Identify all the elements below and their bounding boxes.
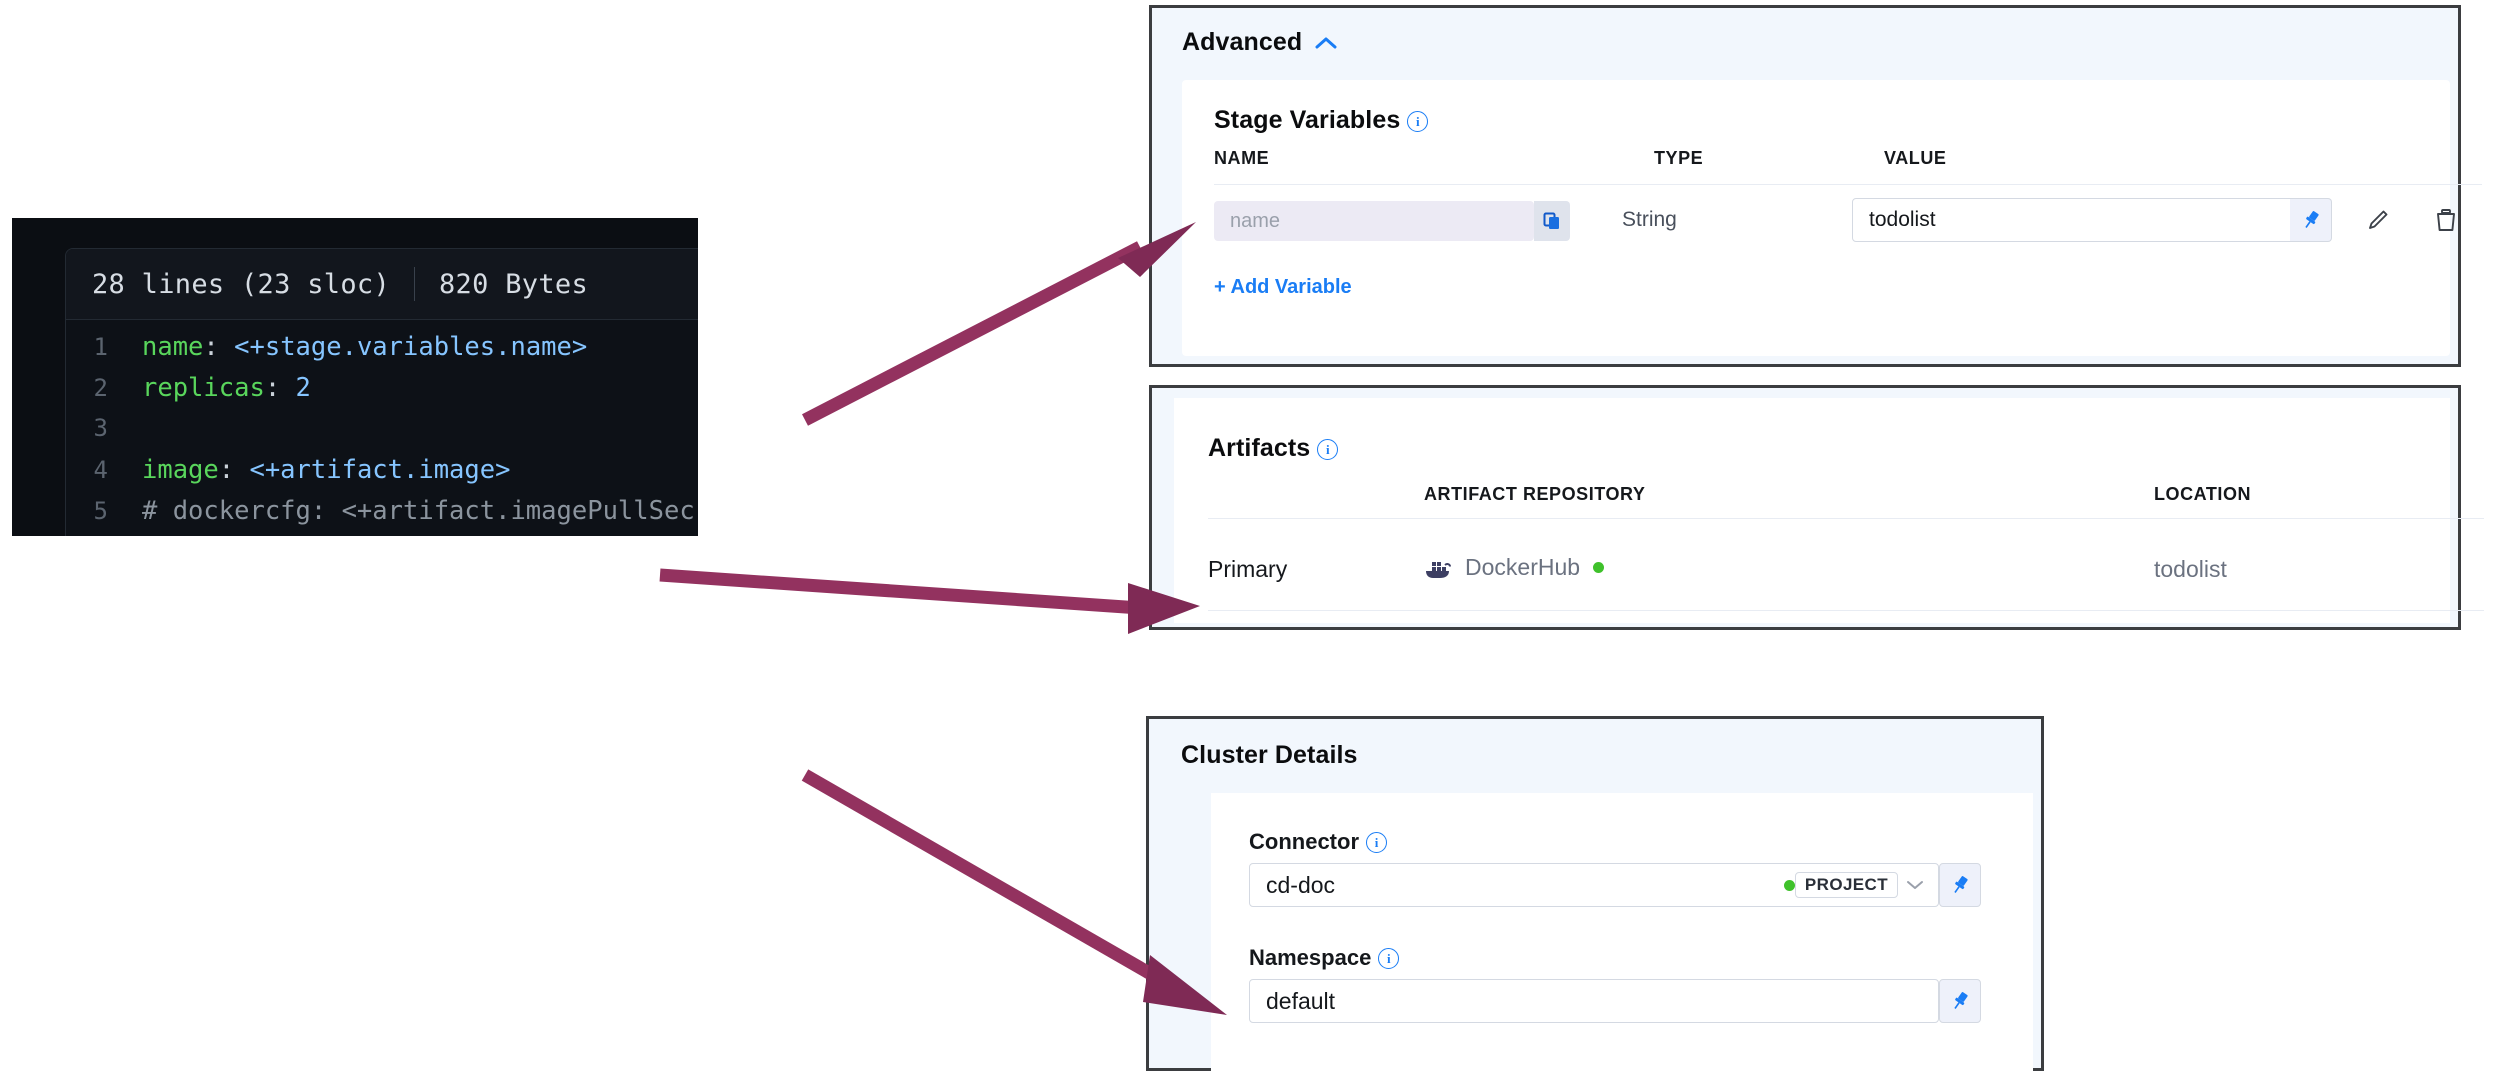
status-dot <box>1593 562 1605 573</box>
line-number: 4 <box>93 456 108 484</box>
variable-type-value: String <box>1622 208 1677 231</box>
artifacts-divider-top <box>1208 518 2484 519</box>
pin-icon[interactable] <box>1939 863 1981 907</box>
column-header-type: TYPE <box>1654 148 1704 168</box>
line-number: 2 <box>93 374 108 402</box>
copy-icon[interactable] <box>1534 201 1570 241</box>
artifact-type: Primary <box>1208 556 1288 582</box>
line-content: # dockercfg: <+artifact.imagePullSecret> <box>142 496 698 526</box>
artifact-repository-name: DockerHub <box>1465 554 1581 580</box>
header-divider <box>414 267 415 301</box>
artifacts-divider-bottom <box>1208 610 2484 611</box>
trash-icon[interactable] <box>2430 204 2462 236</box>
column-header-artifact-repository: ARTIFACT REPOSITORY <box>1424 484 1646 504</box>
connector-input[interactable]: cd-doc PROJECT <box>1249 863 1939 907</box>
variable-name-input[interactable]: name <box>1214 201 1534 241</box>
info-icon[interactable]: i <box>1378 948 1400 969</box>
variable-value-input[interactable]: todolist <box>1852 198 2312 242</box>
code-line: 1 name: <+stage.variables.name> <box>66 332 698 373</box>
connector-scope-badge: PROJECT <box>1794 872 1898 898</box>
advanced-header[interactable]: Advanced <box>1182 28 1338 57</box>
status-dot <box>1783 879 1795 891</box>
code-line: 2 replicas: 2 <box>66 373 698 414</box>
table-row[interactable]: Primary DockerHub todolist <box>1208 550 2424 596</box>
code-line: 3 <box>66 414 698 455</box>
arrow-stage-variable-name <box>802 222 1196 426</box>
add-variable-button[interactable]: + Add Variable <box>1214 276 1352 298</box>
column-header-value: VALUE <box>1884 148 1947 168</box>
table-divider-top <box>1214 184 2482 185</box>
code-line: 4 image: <+artifact.image> <box>66 455 698 496</box>
artifacts-column-headers: ARTIFACT REPOSITORY LOCATION <box>1208 484 2424 508</box>
code-file-size: 820 Bytes <box>439 268 588 300</box>
code-viewer-card: 28 lines (23 sloc) 820 Bytes 1 name: <+st… <box>65 248 698 536</box>
column-header-name: NAME <box>1214 148 1270 168</box>
line-content: image: <+artifact.image> <box>142 455 511 485</box>
info-icon[interactable]: i <box>1366 832 1387 853</box>
line-content: replicas: 2 <box>142 373 311 403</box>
code-viewer-header: 28 lines (23 sloc) 820 Bytes <box>66 249 698 320</box>
code-line: 5 # dockercfg: <+artifact.imagePullSecret… <box>66 496 698 536</box>
arrow-artifact-image <box>659 568 1200 634</box>
stage-variables-column-headers: NAME TYPE VALUE <box>1214 148 2424 172</box>
advanced-title: Advanced <box>1182 28 1303 56</box>
namespace-input[interactable]: default <box>1249 979 1939 1023</box>
code-viewer-body[interactable]: 1 name: <+stage.variables.name> 2 replicas:… <box>66 320 698 536</box>
line-number: 5 <box>93 497 108 525</box>
code-lines-count: 28 lines (23 sloc) <box>92 268 390 300</box>
chevron-up-icon[interactable] <box>1314 35 1338 51</box>
pin-icon[interactable] <box>2290 198 2332 242</box>
artifact-location: todolist <box>2154 556 2227 582</box>
line-number: 1 <box>93 333 108 361</box>
artifact-repository-cell[interactable]: DockerHub <box>1424 554 1605 581</box>
chevron-down-icon[interactable] <box>1904 878 1926 892</box>
connector-value: cd-doc <box>1266 871 1336 898</box>
info-icon[interactable]: i <box>1407 111 1429 132</box>
code-viewer-panel: 28 lines (23 sloc) 820 Bytes 1 name: <+st… <box>12 218 698 536</box>
line-content: name: <+stage.variables.name> <box>142 332 588 362</box>
column-header-location: LOCATION <box>2154 484 2252 504</box>
line-number: 3 <box>93 414 108 442</box>
pencil-icon[interactable] <box>2362 204 2394 236</box>
cluster-details-title: Cluster Details <box>1181 741 1358 769</box>
docker-whale-icon <box>1426 561 1451 578</box>
pin-icon[interactable] <box>1939 979 1981 1023</box>
info-icon[interactable]: i <box>1317 439 1339 460</box>
